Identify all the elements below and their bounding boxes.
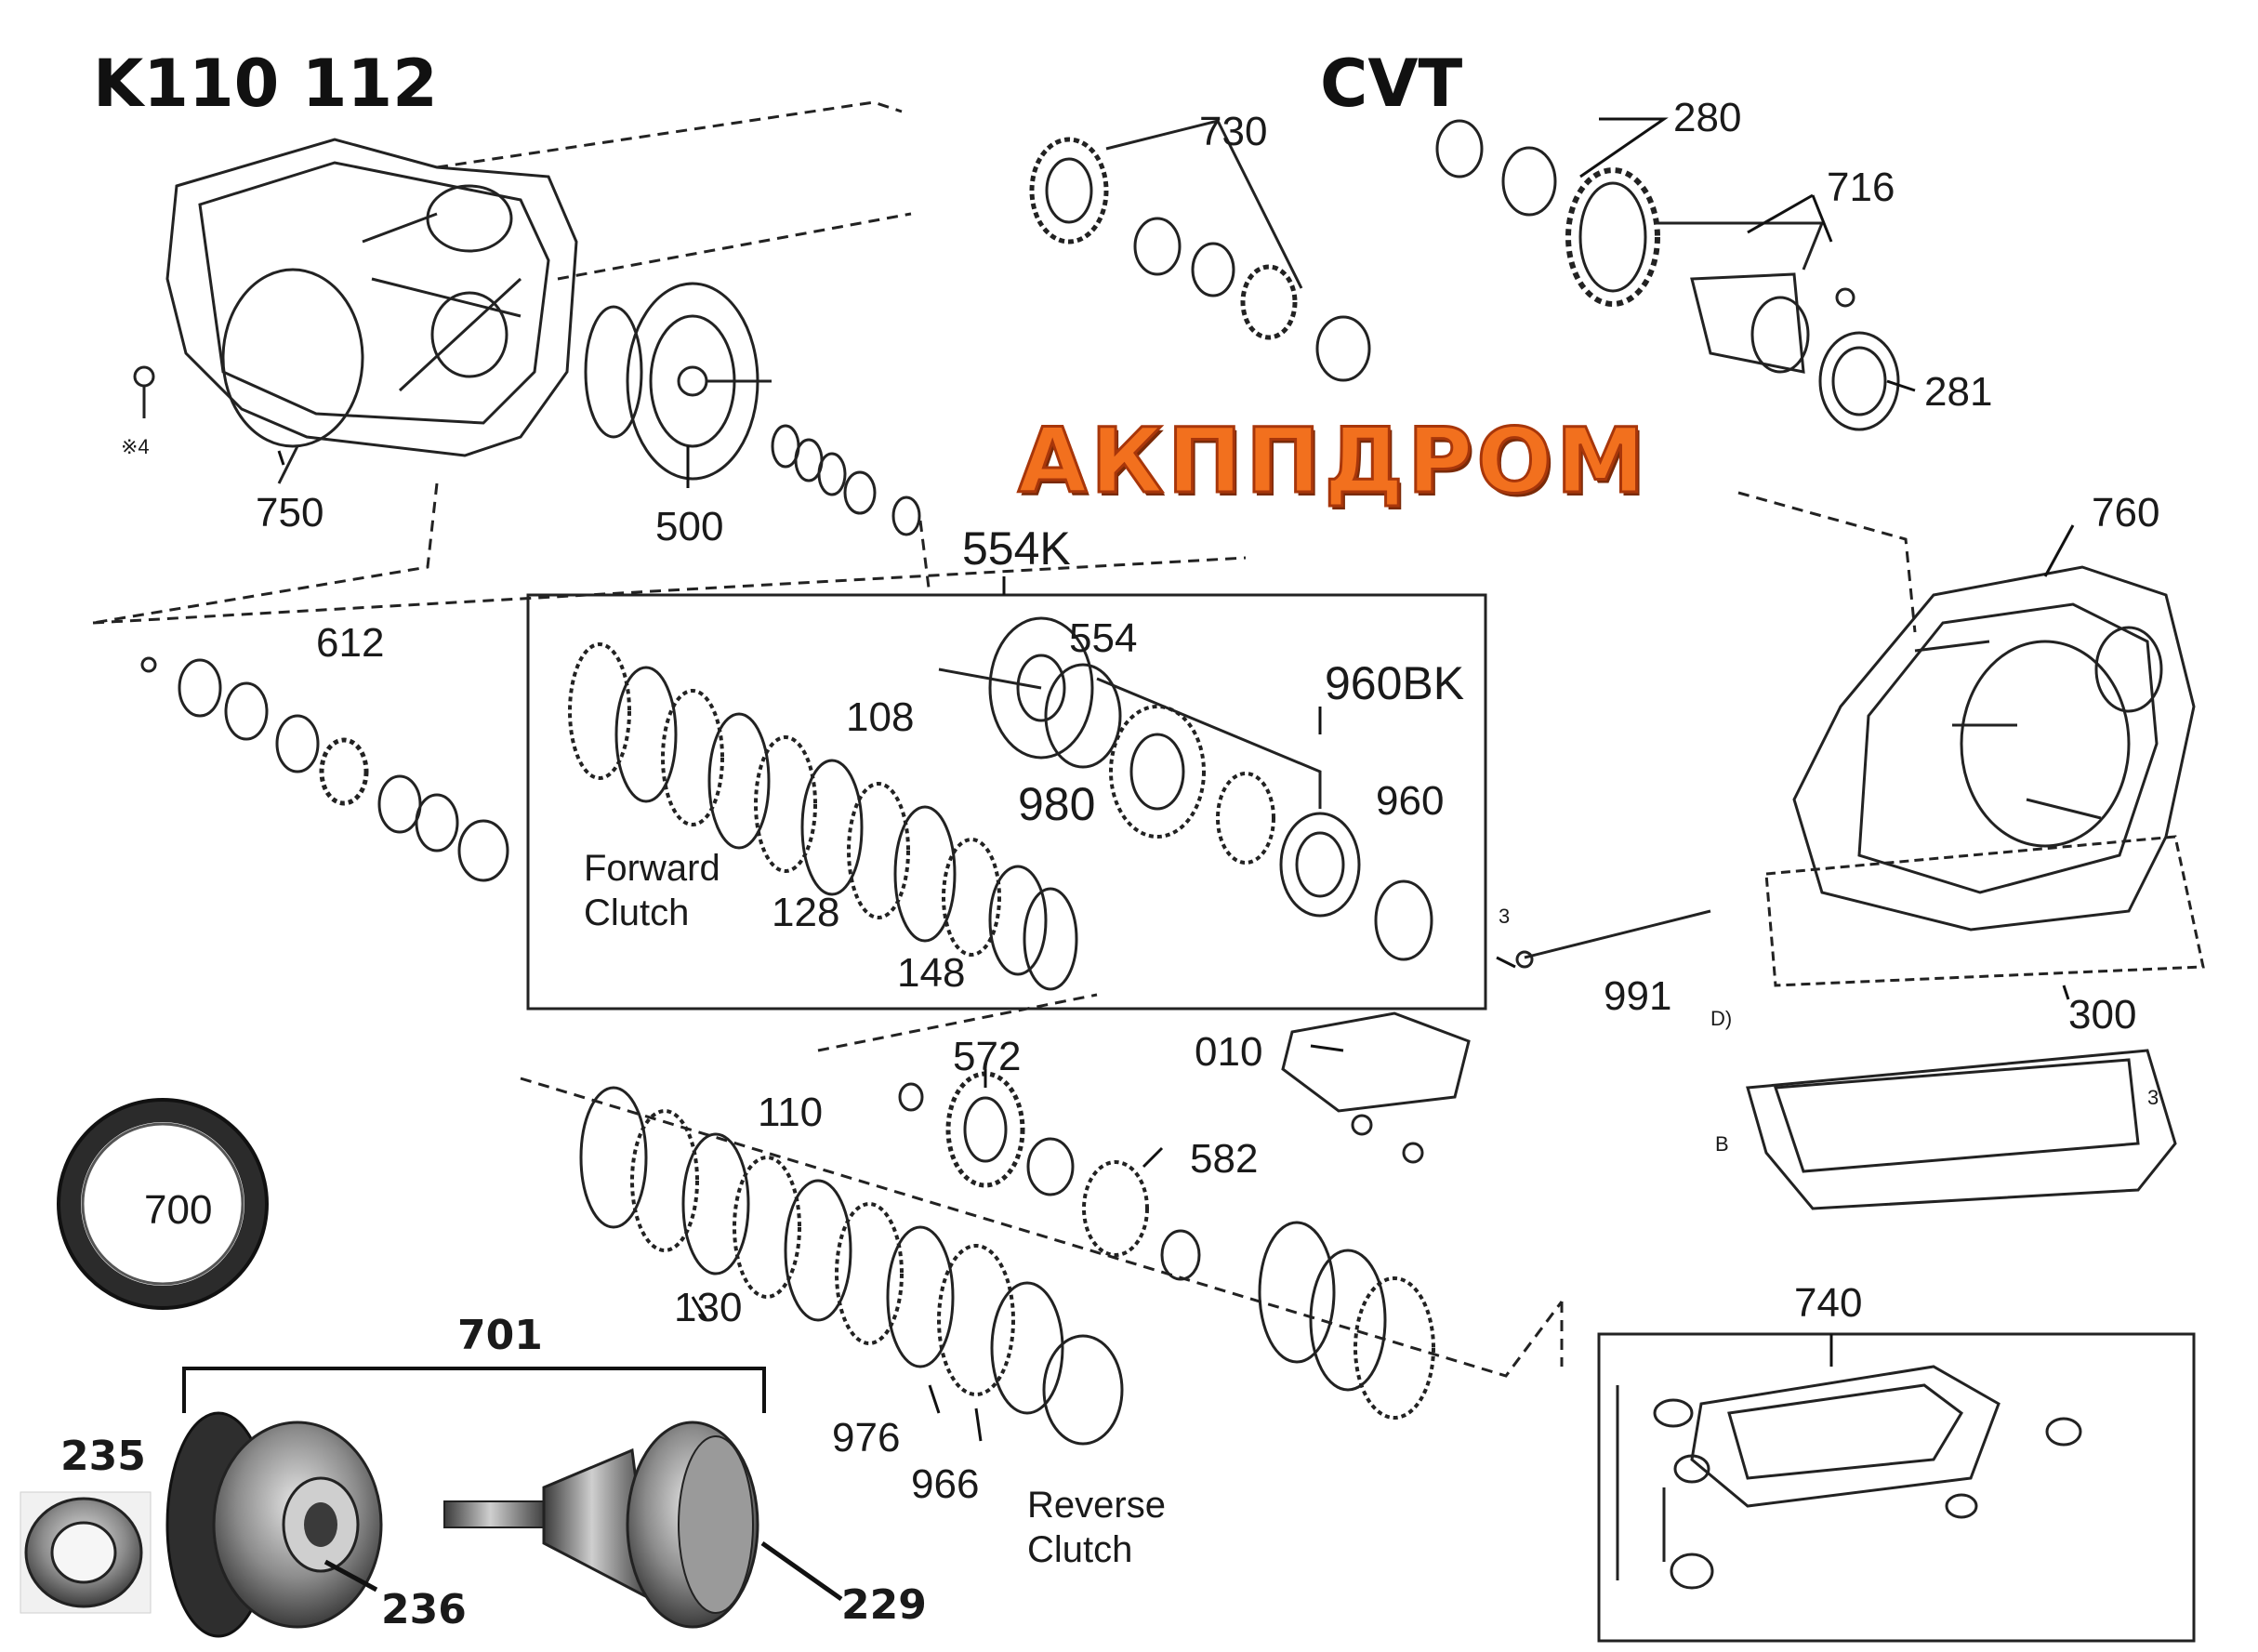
valve-body-box xyxy=(1597,1332,2196,1643)
forward-clutch-label: Forward Clutch xyxy=(584,848,720,933)
reverse-clutch-label: Reverse Clutch xyxy=(1027,1485,1166,1570)
part-148: 148 xyxy=(897,950,966,996)
part-500: 500 xyxy=(655,504,724,549)
part-3-a: 3 xyxy=(1499,905,1511,928)
part-730: 730 xyxy=(1199,109,1268,154)
pulley-236 xyxy=(165,1411,383,1638)
part-960bk: 960BK xyxy=(1325,657,1465,709)
part-700: 700 xyxy=(144,1187,213,1233)
part-229: 229 xyxy=(841,1581,927,1629)
part-701: 701 xyxy=(457,1312,543,1359)
part-108: 108 xyxy=(846,694,915,740)
gear-730 xyxy=(1029,119,1371,382)
seal-ring-700 xyxy=(57,1098,269,1310)
part-960: 960 xyxy=(1376,778,1445,824)
valve-body-740 xyxy=(1616,1365,2082,1590)
part-572: 572 xyxy=(953,1034,1022,1079)
planetary-612 xyxy=(92,556,1247,882)
part-010: 010 xyxy=(1195,1029,1263,1075)
oil-pump-500 xyxy=(584,282,921,536)
part-281: 281 xyxy=(1924,369,1993,415)
part-110: 110 xyxy=(758,1090,824,1135)
type-label: CVT xyxy=(1320,46,1463,122)
part-235: 235 xyxy=(60,1433,146,1480)
part-980: 980 xyxy=(1018,778,1096,830)
part-966: 966 xyxy=(911,1461,980,1507)
part-740: 740 xyxy=(1794,1280,1863,1326)
part-716: 716 xyxy=(1827,165,1895,210)
part-4: ※4 xyxy=(121,435,150,458)
part-612: 612 xyxy=(316,620,385,666)
part-582: 582 xyxy=(1190,1136,1259,1182)
forward-clutch-plates xyxy=(568,642,1078,991)
strainer-010 xyxy=(1281,1011,1471,1164)
part-b: B xyxy=(1715,1132,1729,1156)
part-300: 300 xyxy=(2068,992,2137,1037)
part-d: D) xyxy=(1710,1007,1733,1030)
model-label: K110 112 xyxy=(93,46,438,122)
part-280: 280 xyxy=(1673,95,1742,140)
pulley-229 xyxy=(443,1421,759,1629)
reverse-clutch-plates xyxy=(520,1077,1564,1446)
part-130: 130 xyxy=(674,1285,743,1330)
part-128: 128 xyxy=(772,890,840,935)
part-236: 236 xyxy=(381,1586,467,1633)
differential-716 xyxy=(1435,119,1900,431)
converter-housing-750 xyxy=(133,138,578,484)
part-976: 976 xyxy=(832,1415,901,1460)
bracket-701 xyxy=(182,1367,766,1413)
part-554: 554 xyxy=(1069,615,1138,661)
watermark-logo: АКППДРОМ xyxy=(1016,408,1649,515)
piston-554 xyxy=(938,616,1433,961)
part-750: 750 xyxy=(256,490,324,535)
part-991: 991 xyxy=(1604,973,1672,1019)
bearing-235 xyxy=(20,1491,152,1614)
part-3-b: 3 xyxy=(2147,1086,2159,1109)
transaxle-case-760 xyxy=(1515,565,2205,1210)
part-760: 760 xyxy=(2092,490,2160,535)
part-554k: 554K xyxy=(962,522,1071,575)
forward-clutch-box xyxy=(526,593,1487,1011)
